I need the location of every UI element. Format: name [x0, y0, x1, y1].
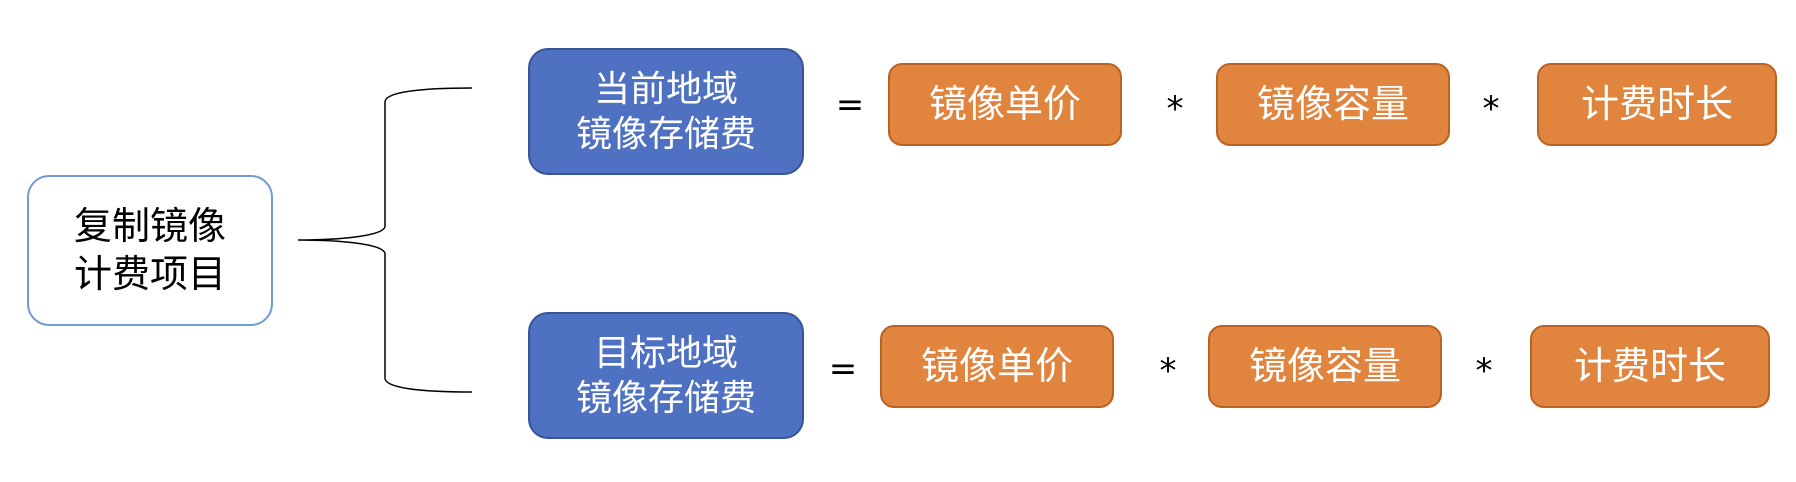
multiply-sign: * — [1475, 351, 1493, 391]
term-billing-duration: 计费时长 — [1530, 325, 1770, 408]
region-node-target: 目标地域 镜像存储费 — [528, 312, 804, 439]
equals-sign: = — [835, 85, 865, 125]
region-node-current: 当前地域 镜像存储费 — [528, 48, 804, 175]
brace-path — [297, 87, 473, 393]
equals-sign: = — [828, 349, 858, 389]
multiply-sign: * — [1482, 89, 1500, 129]
term-image-capacity: 镜像容量 — [1216, 63, 1450, 146]
term-image-unit-price: 镜像单价 — [888, 63, 1122, 146]
term-image-capacity: 镜像容量 — [1208, 325, 1442, 408]
term-billing-duration: 计费时长 — [1537, 63, 1777, 146]
term-image-unit-price: 镜像单价 — [880, 325, 1114, 408]
root-node-billing-items: 复制镜像 计费项目 — [27, 175, 273, 326]
multiply-sign: * — [1166, 89, 1184, 129]
multiply-sign: * — [1159, 351, 1177, 391]
